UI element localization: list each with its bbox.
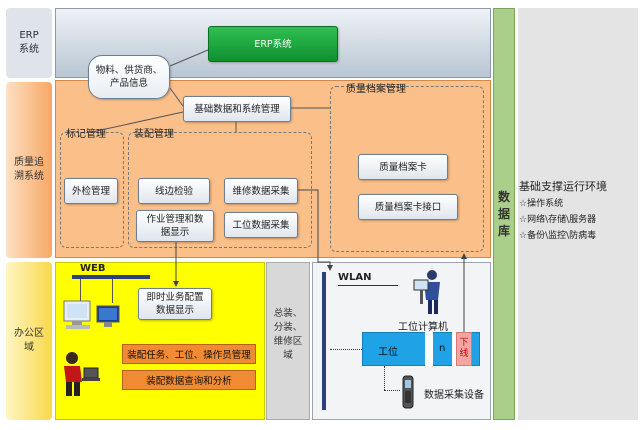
quality-archive-title: 质量档案管理 [346, 84, 406, 95]
scanner-device-icon [398, 374, 418, 410]
quality-archive-group [330, 86, 484, 252]
web-bar-drop-right [112, 279, 113, 303]
support-environment-title: 基础支撑运行环境 [519, 180, 607, 193]
wlan-horizontal-line [338, 285, 398, 286]
office-lane-label: 办公区 域 [6, 262, 52, 420]
support-item-1: ☆操作系统 [519, 199, 564, 209]
station-separator-2 [452, 332, 456, 366]
quality-card-box: 质量档案卡 [358, 154, 448, 180]
station-n-label: n [439, 343, 446, 354]
assembly-management-title: 装配管理 [134, 129, 174, 140]
web-label: WEB [80, 263, 106, 274]
basic-data-box: 基础数据和系统管理 [183, 96, 291, 122]
erp-lane-label: ERP 系统 [6, 8, 52, 78]
external-inspection-box: 外检管理 [64, 178, 118, 204]
line-inspection-box: 线边检验 [138, 178, 210, 204]
desktop-computer-icon [62, 300, 94, 330]
mark-management-title: 标记管理 [66, 129, 106, 140]
support-item-2: ☆网络\存储\服务器 [519, 215, 597, 225]
assembly-area-label: 总装、 分装、 维修区 域 [273, 308, 303, 361]
collection-device-label: 数据采集设备 [424, 390, 484, 401]
device-dotted-line [384, 366, 385, 390]
monitor-icon [96, 305, 120, 329]
support-item-3: ☆备份\监控\防病毒 [519, 231, 597, 241]
task-config-box: 装配任务、工位、操作员管理 [122, 344, 256, 364]
device-dotted-line-h [384, 390, 400, 391]
workstation-computer-label: 工位计算机 [398, 322, 448, 333]
station-dotted-line [330, 349, 362, 350]
wlan-vertical-bar [322, 272, 326, 410]
assembly-area-band [266, 262, 310, 420]
web-bar-drop-left [80, 279, 81, 303]
material-info-box: 物料、供货商、 产品信息 [88, 55, 170, 99]
quality-card-interface-box: 质量档案卡接口 [358, 194, 458, 220]
query-analysis-box: 装配数据查询和分析 [122, 370, 256, 390]
station-label: 工位 [378, 347, 398, 358]
operator-icon [58, 350, 102, 398]
station-data-box: 工位数据采集 [224, 212, 298, 238]
realtime-config-box: 即时业务配置 数据显示 [138, 288, 212, 320]
quality-lane-label: 质量追 溯系统 [6, 82, 52, 258]
web-bar [72, 275, 150, 279]
worker-terminal-icon [408, 268, 446, 316]
station-separator-1 [425, 332, 433, 366]
wlan-label: WLAN [338, 272, 372, 283]
erp-system-box: ERP系统 [208, 26, 338, 62]
work-management-box: 作业管理和数 据显示 [136, 210, 214, 242]
database-bar: 数 据 库 [493, 8, 515, 420]
support-environment-panel [518, 8, 638, 420]
offline-box: 下 线 [456, 332, 472, 366]
mark-management-group [60, 132, 124, 248]
repair-data-box: 维修数据采集 [224, 178, 298, 204]
